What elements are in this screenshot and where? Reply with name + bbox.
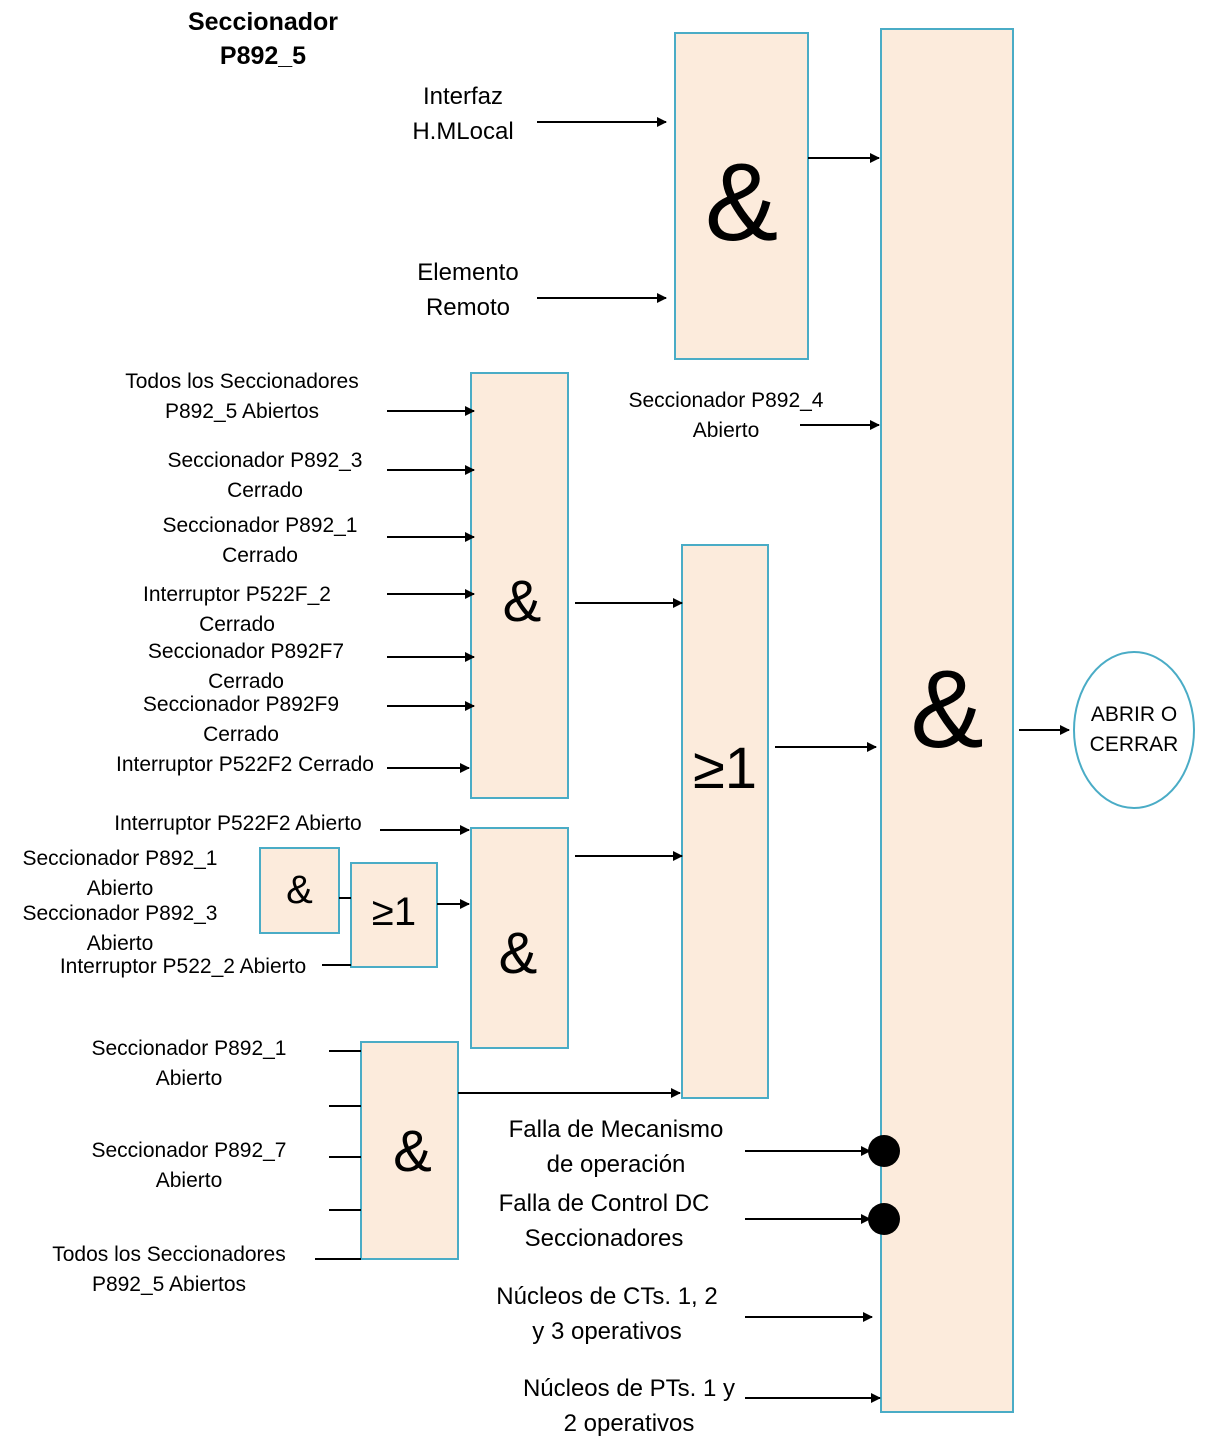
gate-symbol-and-main: &: [910, 648, 984, 771]
label-p522f2c: Interruptor P522F2 Cerrado: [90, 750, 400, 780]
label-elemento: Elemento Remoto: [393, 255, 543, 325]
label-p892-1a-mid: Seccionador P892_1 Abierto: [0, 844, 240, 904]
or-gate-small: [350, 862, 438, 968]
label-p522f-2c: Interruptor P522F_2 Cerrado: [107, 580, 367, 640]
diagram-title-line-2: P892_5: [219, 42, 307, 70]
label-p892-1a-mid-line-2: Abierto: [86, 877, 154, 900]
label-p522-2a-line-1: Interruptor P522_2 Abierto: [59, 955, 307, 978]
output-label: ABRIR O CERRAR: [1074, 700, 1194, 760]
label-p892-1a-low: Seccionador P892_1 Abierto: [59, 1034, 319, 1094]
inverter-bubble-mec: [868, 1135, 900, 1167]
diagram-title-line-1: Seccionador: [187, 8, 339, 36]
label-todos-1-line-1: Todos los Seccionadores: [125, 370, 359, 393]
gate-symbol-and-bottom: &: [393, 1119, 432, 1184]
label-elemento-line-1: Elemento: [417, 259, 519, 286]
label-p892-7a: Seccionador P892_7 Abierto: [59, 1136, 319, 1196]
gate-symbol-and-mid: &: [502, 569, 542, 634]
label-todos-1-line-2: P892_5 Abiertos: [164, 400, 320, 423]
label-p892-4: Seccionador P892_4 Abierto: [606, 386, 846, 446]
label-p892f9c-line-2: Cerrado: [203, 723, 279, 746]
label-p892-3a-mid-line-2: Abierto: [86, 932, 154, 955]
label-p892-3c-line-1: Seccionador P892_3: [167, 449, 363, 472]
label-p892-3a-mid: Seccionador P892_3 Abierto: [0, 899, 240, 959]
label-pts-line-1: Núcleos de PTs. 1 y: [522, 1375, 736, 1402]
label-p892f7c: Seccionador P892F7 Cerrado: [116, 637, 376, 697]
label-cts: Núcleos de CTs. 1, 2 y 3 operativos: [457, 1279, 757, 1349]
inverter-bubble-dc: [868, 1203, 900, 1235]
label-todos-1: Todos los Seccionadores P892_5 Abiertos: [92, 367, 392, 427]
label-interfaz-line-2: H.MLocal: [412, 118, 514, 145]
label-falla-dc-line-1: Falla de Control DC: [498, 1190, 710, 1217]
diagram-title: Seccionador P892_5: [163, 5, 363, 73]
label-pts: Núcleos de PTs. 1 y 2 operativos: [479, 1371, 779, 1441]
label-p892-1a-mid-line-1: Seccionador P892_1: [22, 847, 218, 870]
output-label-line-2: CERRAR: [1089, 733, 1179, 756]
label-p522f2a: Interruptor P522F2 Abierto: [88, 809, 388, 839]
label-p892f7c-line-2: Cerrado: [208, 670, 284, 693]
label-todos-2: Todos los Seccionadores P892_5 Abiertos: [19, 1240, 319, 1300]
label-interfaz-line-1: Interfaz: [422, 83, 504, 110]
label-p892f9c: Seccionador P892F9 Cerrado: [111, 690, 371, 750]
label-p892-3c-line-2: Cerrado: [227, 479, 303, 502]
label-p522f2c-line-1: Interruptor P522F2 Cerrado: [116, 753, 374, 776]
label-cts-line-1: Núcleos de CTs. 1, 2: [496, 1283, 718, 1310]
output-ellipse: [1073, 651, 1195, 809]
label-p892f9c-line-1: Seccionador P892F9: [142, 693, 340, 716]
label-p892-3c: Seccionador P892_3 Cerrado: [135, 446, 395, 506]
and-gate-main: [880, 28, 1014, 1413]
label-p892-4-line-2: Abierto: [692, 419, 760, 442]
output-label-line-1: ABRIR O: [1090, 703, 1178, 726]
and-gate-mid: [470, 372, 569, 799]
label-todos-2-line-1: Todos los Seccionadores: [52, 1243, 286, 1266]
label-falla-mec-line-2: de operación: [546, 1151, 686, 1178]
gate-symbol-and-top: &: [704, 141, 779, 264]
label-falla-mec: Falla de Mecanismo de operación: [466, 1112, 766, 1182]
label-p522-2a: Interruptor P522_2 Abierto: [28, 952, 338, 982]
gate-symbol-and-small: &: [286, 868, 313, 912]
and-gate-top: [674, 32, 809, 360]
and-gate-low: [470, 827, 569, 1049]
label-p892-1a-low-line-2: Abierto: [155, 1067, 223, 1090]
label-falla-mec-line-1: Falla de Mecanismo: [508, 1116, 724, 1143]
label-p892-7a-line-2: Abierto: [155, 1169, 223, 1192]
label-p892-3a-mid-line-1: Seccionador P892_3: [22, 902, 218, 925]
gate-symbol-and-low: &: [498, 921, 538, 986]
label-elemento-line-2: Remoto: [425, 294, 511, 321]
and-gate-small: [259, 847, 340, 934]
label-p892f7c-line-1: Seccionador P892F7: [147, 640, 345, 663]
label-p892-7a-line-1: Seccionador P892_7: [91, 1139, 287, 1162]
label-falla-dc-line-2: Seccionadores: [524, 1225, 684, 1252]
label-p892-1c-line-2: Cerrado: [222, 544, 298, 567]
label-cts-line-2: y 3 operativos: [532, 1318, 682, 1345]
label-interfaz: Interfaz H.MLocal: [388, 79, 538, 149]
label-p522f-2c-line-2: Cerrado: [199, 613, 275, 636]
gate-symbol-or-mid: ≥1: [692, 736, 758, 801]
label-p892-1c: Seccionador P892_1 Cerrado: [130, 511, 390, 571]
label-p892-1c-line-1: Seccionador P892_1: [162, 514, 358, 537]
label-p522f-2c-line-1: Interruptor P522F_2: [143, 583, 331, 606]
label-p892-1a-low-line-1: Seccionador P892_1: [91, 1037, 287, 1060]
label-todos-2-line-2: P892_5 Abiertos: [91, 1273, 247, 1296]
gate-symbol-or-small: ≥1: [371, 890, 417, 934]
label-pts-line-2: 2 operativos: [563, 1410, 695, 1437]
label-p892-4-line-1: Seccionador P892_4: [628, 389, 824, 412]
and-gate-bottom: [360, 1041, 459, 1260]
label-falla-dc: Falla de Control DC Seccionadores: [454, 1186, 754, 1256]
label-p522f2a-line-1: Interruptor P522F2 Abierto: [114, 812, 362, 835]
or-gate-mid: [681, 544, 769, 1099]
